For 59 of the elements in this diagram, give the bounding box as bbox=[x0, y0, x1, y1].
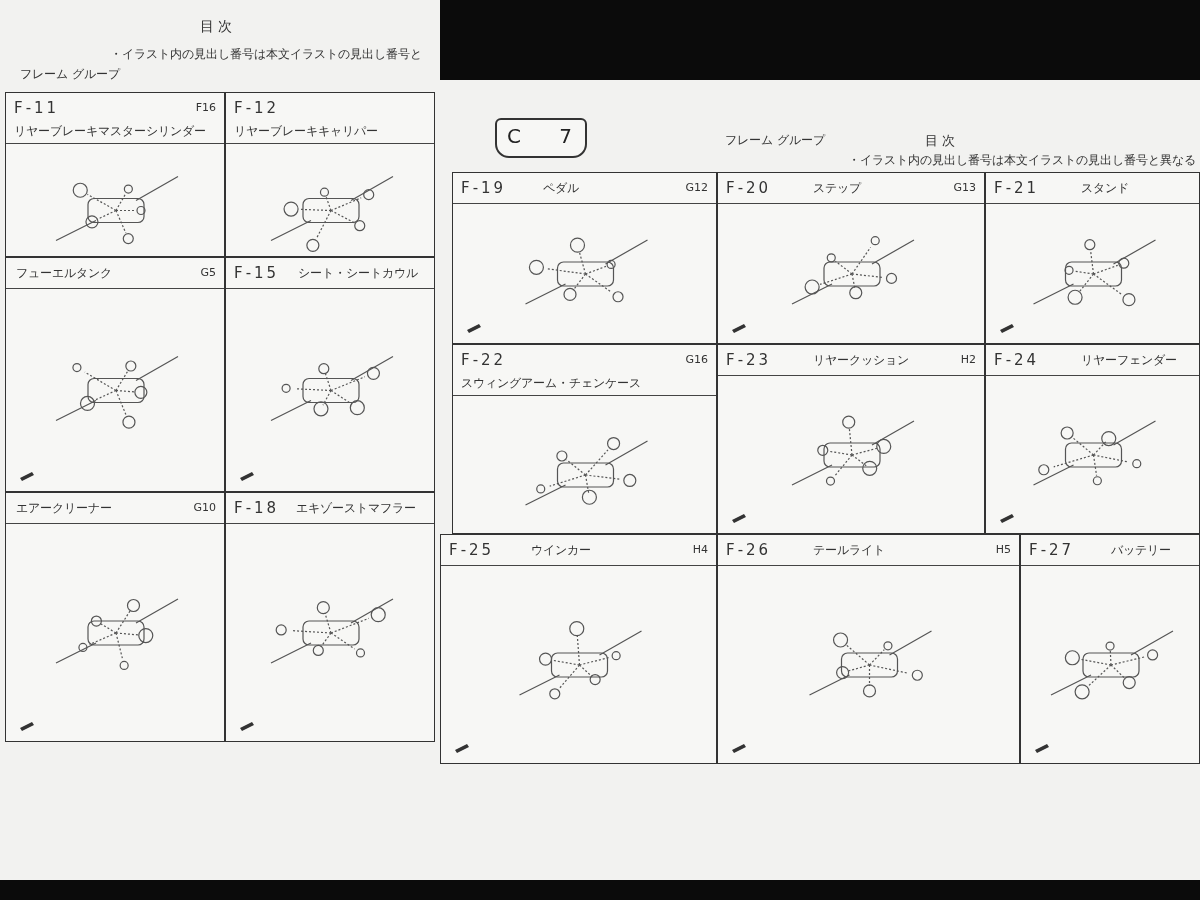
catalog-cell bbox=[985, 172, 1200, 344]
page-reference: G5 bbox=[200, 266, 216, 279]
page-reference: F16 bbox=[195, 101, 216, 114]
catalog-cell bbox=[225, 257, 435, 492]
page-reference: G16 bbox=[685, 353, 708, 366]
figure-number: F-11 bbox=[14, 99, 60, 117]
figure-number: F-27 bbox=[1029, 541, 1075, 559]
catalog-cell bbox=[452, 172, 717, 344]
figure-number: F-25 bbox=[449, 541, 495, 559]
contents-heading: 目 次 bbox=[925, 132, 956, 150]
catalog-cell bbox=[452, 344, 717, 534]
catalog-cell bbox=[985, 344, 1200, 534]
figure-number: F-26 bbox=[726, 541, 772, 559]
figure-number: F-18 bbox=[234, 499, 280, 517]
section-title: バッテリー bbox=[1111, 542, 1171, 559]
figure-number: F-21 bbox=[994, 179, 1040, 197]
note-text: ・イラスト内の見出し番号は本文イラストの見出し番号と bbox=[110, 46, 422, 63]
catalog-cell bbox=[717, 344, 985, 534]
group-heading: フレーム グループ bbox=[20, 66, 120, 83]
group-heading: フレーム グループ bbox=[725, 132, 825, 149]
catalog-cell bbox=[440, 534, 717, 764]
section-title: リヤーフェンダー bbox=[1081, 352, 1177, 369]
catalog-cell bbox=[717, 172, 985, 344]
section-title: ウインカー bbox=[531, 542, 591, 559]
catalog-cell bbox=[1020, 534, 1200, 764]
page-reference: H4 bbox=[692, 543, 708, 556]
catalog-cell bbox=[225, 92, 435, 257]
page-reference: G10 bbox=[193, 501, 216, 514]
page-reference: G12 bbox=[685, 181, 708, 194]
catalog-cell bbox=[5, 492, 225, 742]
figure-number: F-12 bbox=[234, 99, 280, 117]
figure-number: F-24 bbox=[994, 351, 1040, 369]
catalog-cell bbox=[5, 92, 225, 257]
figure-number: F-22 bbox=[461, 351, 507, 369]
catalog-cell bbox=[5, 257, 225, 492]
page-reference: H5 bbox=[995, 543, 1011, 556]
section-title: スウィングアーム・チェンケース bbox=[461, 375, 641, 392]
catalog-cell bbox=[717, 534, 1020, 764]
section-title: リヤーブレーキマスターシリンダー bbox=[14, 123, 206, 140]
section-title: ペダル bbox=[543, 180, 579, 197]
figure-number: F-23 bbox=[726, 351, 772, 369]
section-title: エキゾーストマフラー bbox=[296, 500, 416, 517]
section-title: フューエルタンク bbox=[16, 265, 112, 282]
section-title: シート・シートカウル bbox=[298, 265, 418, 282]
page-reference: G13 bbox=[953, 181, 976, 194]
section-title: リヤーブレーキキャリパー bbox=[234, 123, 378, 140]
section-title: ステップ bbox=[813, 180, 861, 197]
section-title: テールライト bbox=[813, 542, 885, 559]
section-title: リヤークッション bbox=[813, 352, 909, 369]
figure-number: F-15 bbox=[234, 264, 280, 282]
chapter-badge: C 7 bbox=[495, 118, 587, 158]
note-text: ・イラスト内の見出し番号は本文イラストの見出し番号と異なる bbox=[848, 152, 1196, 169]
figure-number: F-20 bbox=[726, 179, 772, 197]
catalog-cell bbox=[225, 492, 435, 742]
section-title: スタンド bbox=[1081, 180, 1129, 197]
section-title: エアークリーナー bbox=[16, 500, 112, 517]
page-reference: H2 bbox=[960, 353, 976, 366]
contents-heading: 目 次 bbox=[200, 18, 233, 36]
figure-number: F-19 bbox=[461, 179, 507, 197]
